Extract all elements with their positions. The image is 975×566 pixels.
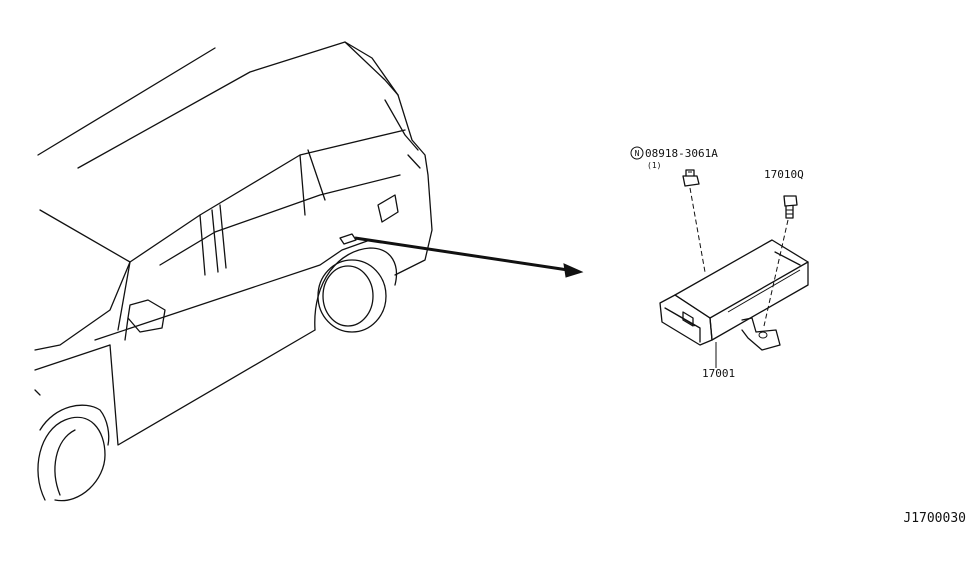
module-part-number: 17001 xyxy=(702,367,735,380)
nut-leader xyxy=(689,187,706,273)
figure-code: J1700030 xyxy=(903,511,966,526)
n-symbol-letter: N xyxy=(635,149,640,158)
nut-icon xyxy=(682,169,700,187)
n-symbol-circle xyxy=(630,146,644,160)
vehicle-illustration xyxy=(34,41,433,502)
nut-quantity: (1) xyxy=(647,161,661,170)
location-arrow xyxy=(354,236,584,278)
bolt-part-number: 17010Q xyxy=(764,168,804,181)
nut-part-number: 08918-3061A xyxy=(645,147,718,160)
nut-callout: N 08918-3061A (1) xyxy=(630,146,718,170)
bolt-icon xyxy=(783,195,798,219)
control-module-illustration xyxy=(659,239,809,351)
bolt-leader xyxy=(763,219,789,327)
